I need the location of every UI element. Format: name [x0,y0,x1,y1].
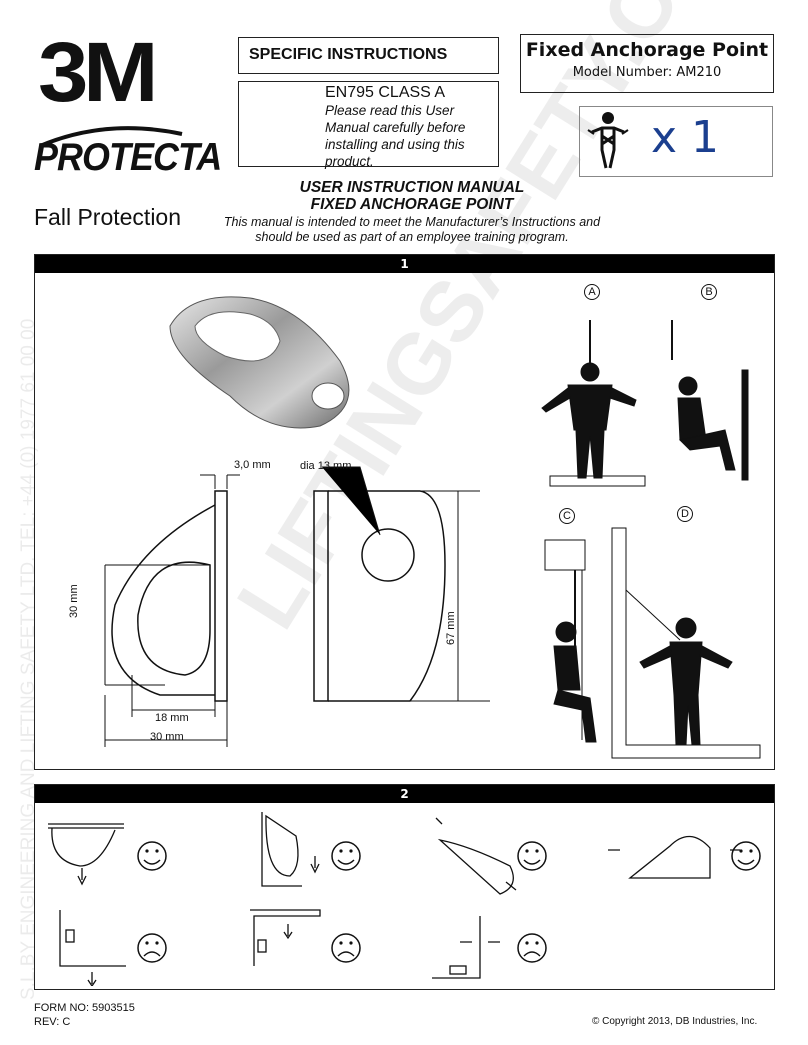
dim-height-large: 67 mm [445,611,457,645]
copyright: © Copyright 2013, DB Industries, Inc. [592,1016,758,1027]
protecta-logo: PROTECTA [34,136,222,179]
person-harness-icon [587,112,629,169]
user-count-box [579,106,773,177]
figure-label-b: B [701,284,717,300]
standard-label: EN795 CLASS A [325,84,446,101]
standard-box: EN795 CLASS A Please read this User Manu… [238,81,499,169]
figure-label-d: D [677,506,693,522]
product-title: Fixed Anchorage Point [525,39,769,61]
form-number: FORM NO: 5903515 [34,1002,135,1014]
section-2-bar: 2 [35,785,774,803]
specific-instructions-box: SPECIFIC INSTRUCTIONS [238,37,499,74]
read-note-line: Manual carefully before [325,120,466,135]
manual-title-line: USER INSTRUCTION MANUAL [299,179,525,196]
revision: REV: C [34,1016,71,1028]
read-note-line: product. [325,154,374,169]
dimension-drawing [104,466,490,747]
product-title-box: Fixed Anchorage Point Model Number: AM21… [520,34,774,93]
read-note-line: installing and using this [325,137,465,152]
anchor-photo [169,296,350,429]
protecta-swoosh-icon [39,126,183,148]
model-number: Model Number: AM210 [572,65,722,80]
figure-label-c: C [559,508,575,524]
manual-subtitle-line: This manual is intended to meet the Manu… [223,215,601,229]
dim-hole: dia 13 mm [300,460,352,472]
dim-width-inner: 18 mm [155,712,189,724]
manual-title-line: FIXED ANCHORAGE POINT [310,196,514,213]
installation-do-dont-diagrams [48,812,761,986]
3m-logo: 3M [38,25,159,119]
dim-thickness: 3,0 mm [234,459,271,471]
usage-figures [541,320,761,759]
user-count: x 1 [651,112,720,163]
manual-subtitle-line: should be used as part of an employee tr… [255,230,569,244]
section-2: 2 [34,784,775,990]
section-1-bar: 1 [35,255,774,273]
read-note-line: Please read this User [325,103,455,118]
dim-height-small: 30 mm [68,584,80,618]
fall-protection-label: Fall Protection [34,204,182,230]
dim-width-outer: 30 mm [150,731,184,743]
section-1: 1 [34,254,775,770]
manual-heading: USER INSTRUCTION MANUAL FIXED ANCHORAGE … [210,179,614,245]
figure-label-a: A [584,284,600,300]
